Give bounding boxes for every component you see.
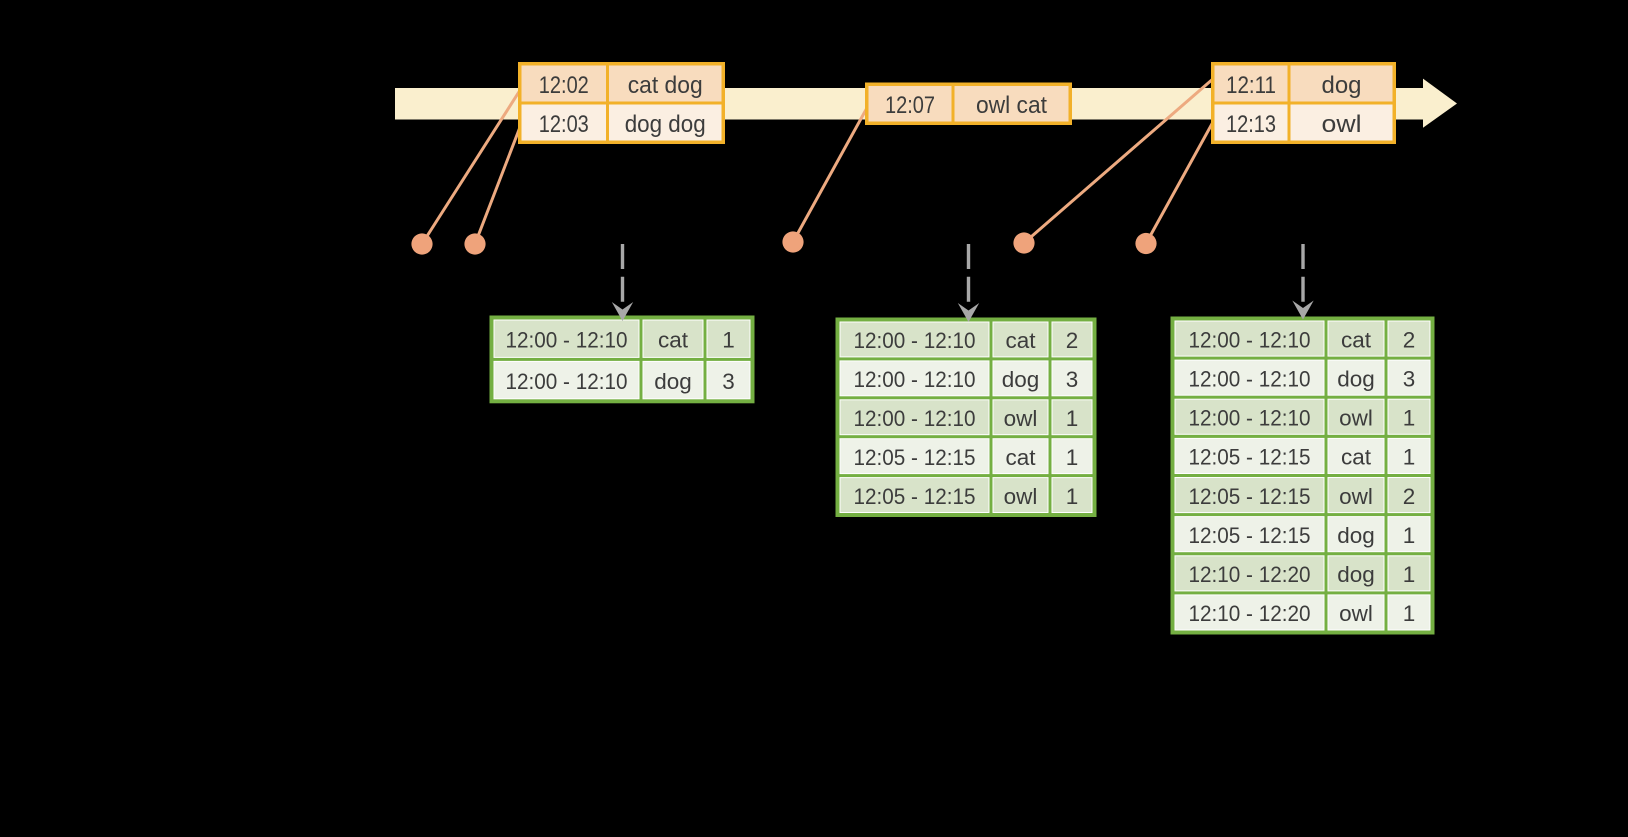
svg-text:cat: cat xyxy=(1341,327,1372,352)
svg-text:1: 1 xyxy=(1403,445,1416,470)
svg-text:1: 1 xyxy=(1066,445,1079,470)
svg-text:owl: owl xyxy=(1339,484,1373,509)
svg-text:1: 1 xyxy=(1403,523,1416,548)
svg-text:12:00 - 12:10: 12:00 - 12:10 xyxy=(854,367,976,392)
svg-text:cat dog: cat dog xyxy=(628,72,703,99)
svg-text:cat: cat xyxy=(1005,328,1036,353)
svg-text:12:00 - 12:10: 12:00 - 12:10 xyxy=(1189,406,1311,431)
svg-text:3: 3 xyxy=(722,369,735,394)
svg-text:12:13: 12:13 xyxy=(1226,111,1276,138)
svg-text:3: 3 xyxy=(1066,367,1079,392)
svg-text:12:05 - 12:15: 12:05 - 12:15 xyxy=(854,445,976,470)
svg-text:dog: dog xyxy=(1322,72,1362,99)
svg-text:1: 1 xyxy=(1066,406,1079,431)
svg-text:12:00 - 12:10: 12:00 - 12:10 xyxy=(1189,327,1311,352)
svg-text:owl cat: owl cat xyxy=(976,92,1047,119)
svg-text:12:05 - 12:15: 12:05 - 12:15 xyxy=(1189,523,1311,548)
svg-text:12:10 - 12:20: 12:10 - 12:20 xyxy=(1189,601,1311,626)
svg-text:1: 1 xyxy=(1403,406,1416,431)
svg-text:12:11: 12:11 xyxy=(1226,72,1276,99)
svg-text:12:00 - 12:10: 12:00 - 12:10 xyxy=(1189,366,1311,391)
svg-text:cat: cat xyxy=(1005,445,1036,470)
svg-text:dog: dog xyxy=(1337,523,1375,548)
svg-text:12:00 - 12:10: 12:00 - 12:10 xyxy=(506,369,628,394)
svg-text:12:00 - 12:10: 12:00 - 12:10 xyxy=(506,327,628,352)
svg-text:owl: owl xyxy=(1339,406,1373,431)
svg-text:2: 2 xyxy=(1066,328,1079,353)
svg-text:12:07: 12:07 xyxy=(885,92,935,119)
svg-text:12:05 - 12:15: 12:05 - 12:15 xyxy=(1189,484,1311,509)
svg-text:cat: cat xyxy=(658,327,689,352)
svg-text:dog dog: dog dog xyxy=(625,111,706,138)
svg-text:owl: owl xyxy=(1004,406,1038,431)
svg-text:12:00 - 12:10: 12:00 - 12:10 xyxy=(854,406,976,431)
svg-text:dog: dog xyxy=(654,369,692,394)
svg-text:cat: cat xyxy=(1341,445,1372,470)
svg-text:12:03: 12:03 xyxy=(539,111,589,138)
svg-text:dog: dog xyxy=(1002,367,1040,392)
svg-text:1: 1 xyxy=(1403,562,1416,587)
svg-text:12:02: 12:02 xyxy=(539,72,589,99)
svg-text:12:00 - 12:10: 12:00 - 12:10 xyxy=(854,328,976,353)
svg-text:owl: owl xyxy=(1322,111,1362,138)
svg-text:1: 1 xyxy=(1403,601,1416,626)
svg-text:3: 3 xyxy=(1403,366,1416,391)
svg-text:dog: dog xyxy=(1337,366,1375,391)
svg-text:2: 2 xyxy=(1403,327,1416,352)
svg-text:12:10 - 12:20: 12:10 - 12:20 xyxy=(1189,562,1311,587)
svg-text:12:05 - 12:15: 12:05 - 12:15 xyxy=(1189,445,1311,470)
svg-text:owl: owl xyxy=(1004,484,1038,509)
svg-text:1: 1 xyxy=(722,327,735,352)
svg-text:2: 2 xyxy=(1403,484,1416,509)
svg-text:dog: dog xyxy=(1337,562,1375,587)
svg-text:owl: owl xyxy=(1339,601,1373,626)
svg-text:1: 1 xyxy=(1066,484,1079,509)
svg-text:12:05 - 12:15: 12:05 - 12:15 xyxy=(854,484,976,509)
